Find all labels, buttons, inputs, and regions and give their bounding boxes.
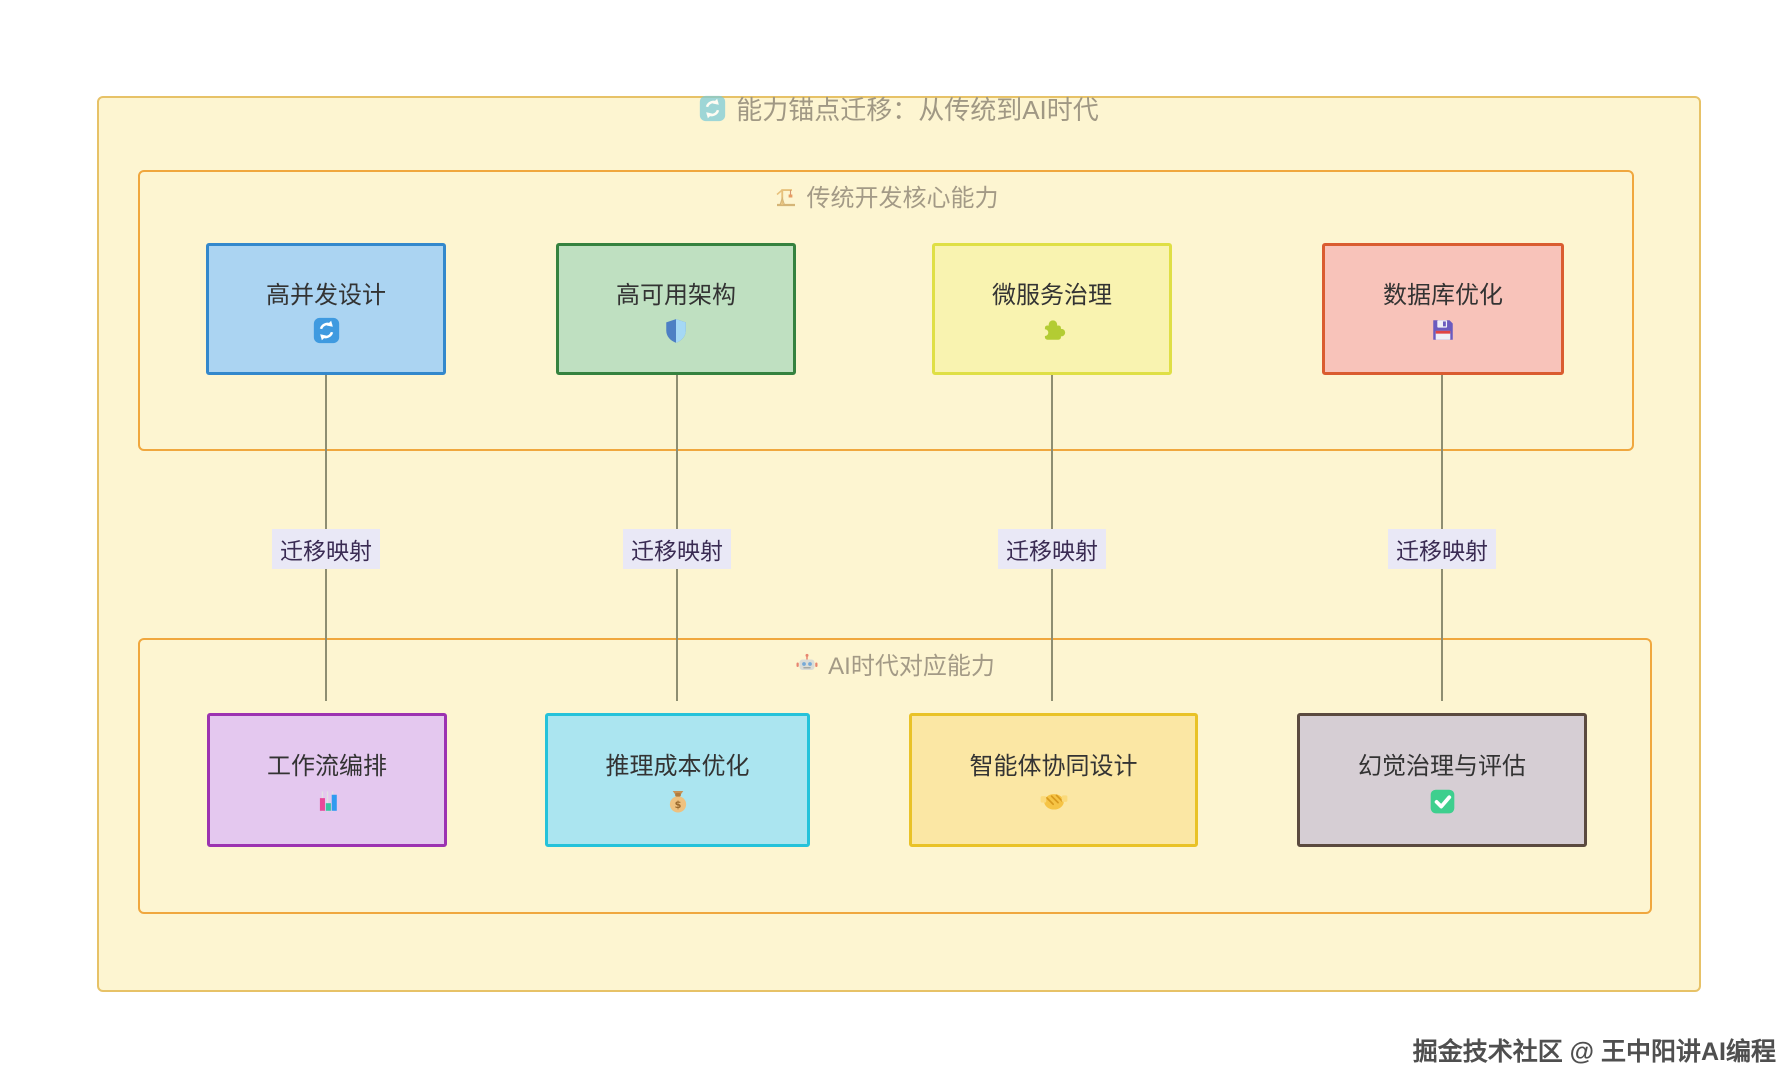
node-hallucination-governance-evaluation: 幻觉治理与评估 (1297, 713, 1587, 847)
diagram-title-row: 能力锚点迁移：从传统到AI时代 (97, 88, 1701, 128)
shield-icon (663, 317, 689, 344)
node-high-concurrency-design: 高并发设计 (206, 243, 446, 375)
money-bag-icon: $ (665, 788, 691, 815)
svg-text:$: $ (674, 800, 681, 811)
handshake-icon (1039, 788, 1069, 814)
section-traditional-title: 传统开发核心能力 (806, 185, 999, 212)
node-label: 高并发设计 (266, 281, 386, 309)
puzzle-icon (1039, 317, 1066, 344)
section-ai-header: AI时代对应能力 (140, 646, 1650, 681)
node-label: 数据库优化 (1383, 282, 1503, 309)
node-label: 幻觉治理与评估 (1358, 752, 1526, 780)
watermark: 掘金技术社区 @ 王中阳讲AI编程 (1412, 1038, 1776, 1066)
section-traditional: 传统开发核心能力 (138, 170, 1634, 451)
robot-icon (795, 652, 819, 676)
edge-label: 迁移映射 (272, 529, 380, 569)
node-database-optimization: 数据库优化 (1322, 243, 1564, 375)
refresh-icon (699, 95, 726, 122)
section-ai: AI时代对应能力 (138, 638, 1652, 914)
floppy-disk-icon (1430, 317, 1456, 343)
section-ai-title: AI时代对应能力 (828, 653, 995, 680)
node-label: 工作流编排 (267, 752, 387, 780)
edge-label: 迁移映射 (998, 529, 1106, 569)
refresh-icon (313, 317, 340, 344)
edge-label: 迁移映射 (1388, 529, 1496, 569)
edge-label: 迁移映射 (623, 529, 731, 569)
node-label: 微服务治理 (992, 281, 1112, 309)
diagram-title: 能力锚点迁移：从传统到AI时代 (736, 94, 1099, 125)
node-label: 智能体协同设计 (969, 753, 1138, 780)
check-mark-icon (1429, 788, 1456, 815)
bar-chart-icon (314, 788, 341, 815)
node-label: 高可用架构 (616, 281, 736, 309)
node-workflow-orchestration: 工作流编排 (207, 713, 447, 847)
node-agent-collaboration-design: 智能体协同设计 (909, 713, 1198, 847)
construction-crane-icon (774, 184, 798, 208)
node-microservice-governance: 微服务治理 (932, 243, 1172, 375)
node-high-availability-architecture: 高可用架构 (556, 243, 796, 375)
node-label: 推理成本优化 (605, 752, 750, 780)
section-traditional-header: 传统开发核心能力 (140, 178, 1632, 213)
node-inference-cost-optimization: 推理成本优化 $ (545, 713, 810, 847)
